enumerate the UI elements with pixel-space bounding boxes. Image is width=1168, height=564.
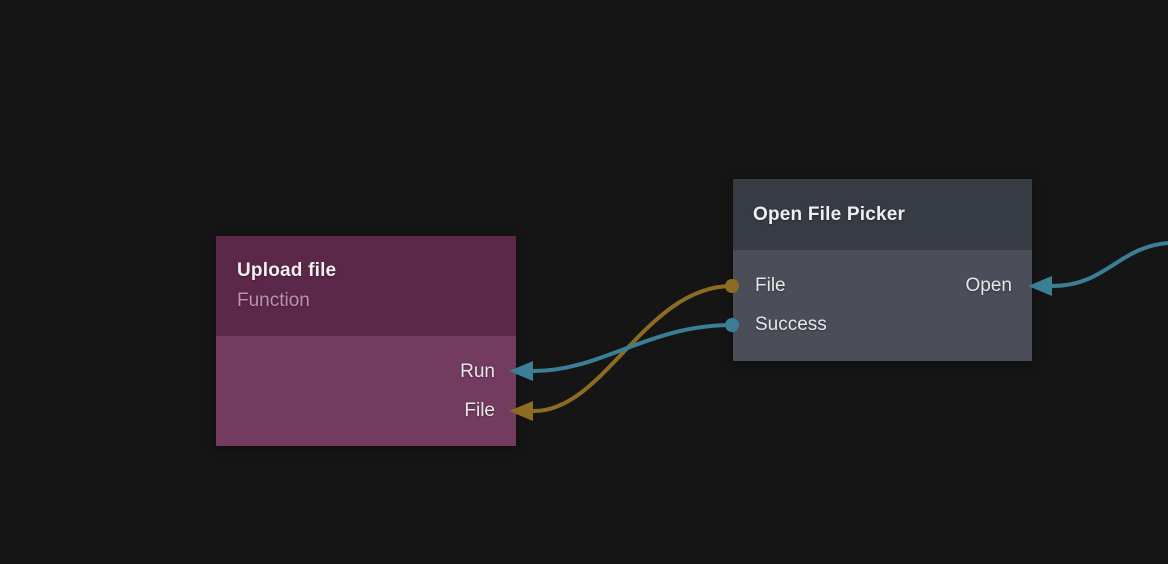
input-port-file[interactable]: File bbox=[216, 391, 516, 431]
node-title: Open File Picker bbox=[753, 203, 906, 225]
node-open-file-picker-header[interactable]: Open File Picker bbox=[733, 179, 1032, 250]
port-row-file-open: File Open bbox=[733, 266, 1032, 306]
input-port-run-label: Run bbox=[460, 361, 495, 382]
wire-success-to-run[interactable] bbox=[532, 323, 734, 373]
input-port-open-label[interactable]: Open bbox=[965, 275, 1012, 296]
input-port-run[interactable]: Run bbox=[216, 352, 516, 392]
output-port-success-label[interactable]: Success bbox=[755, 314, 827, 335]
node-open-file-picker-body: File Open Success bbox=[733, 250, 1032, 361]
output-port-file-label[interactable]: File bbox=[755, 275, 786, 296]
node-upload-file-body: Run File bbox=[216, 336, 516, 446]
node-upload-file[interactable]: Upload file Function Run File bbox=[216, 236, 516, 446]
node-upload-file-header[interactable]: Upload file Function bbox=[216, 236, 516, 336]
node-subtitle: Function bbox=[237, 290, 310, 311]
node-title: Upload file bbox=[237, 260, 337, 281]
wire-file-to-file[interactable] bbox=[532, 284, 734, 413]
node-open-file-picker[interactable]: Open File Picker File Open Success bbox=[733, 179, 1032, 361]
input-port-file-label: File bbox=[464, 400, 495, 421]
port-row-success: Success bbox=[733, 305, 1032, 345]
wire-offscreen-to-open[interactable] bbox=[1050, 241, 1168, 288]
